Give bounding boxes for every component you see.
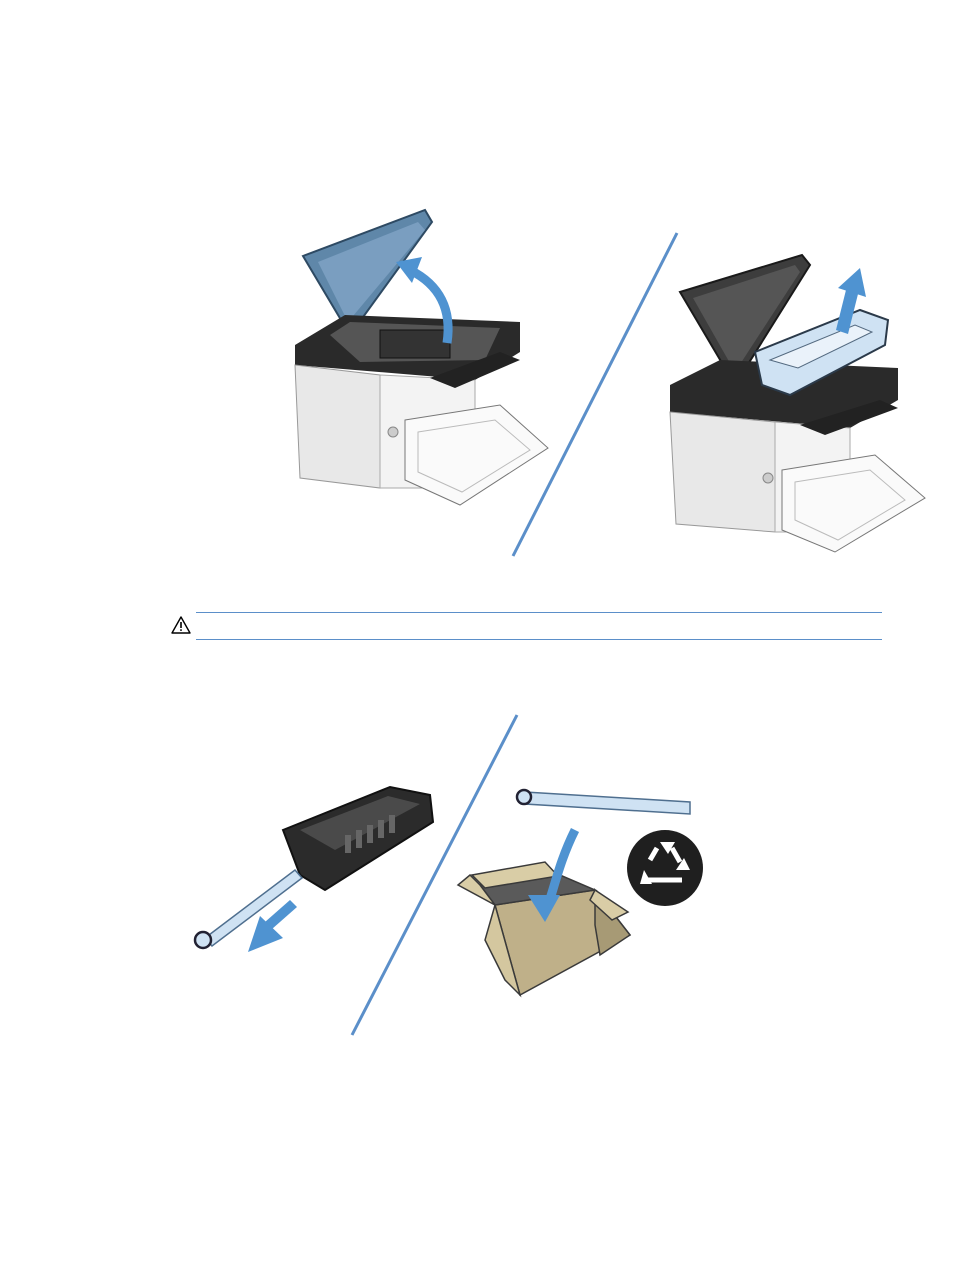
panel-divider: [513, 233, 677, 556]
cartridge-tab-removal-illustration: [195, 787, 433, 952]
caution-note: [168, 612, 882, 640]
packing-tab-in-box-illustration: [458, 790, 703, 995]
caution-bottom-rule: [196, 639, 882, 640]
cartridge-removal-figure: [0, 0, 954, 600]
recycle-icon: [627, 830, 703, 906]
print-cartridge-removal-illustration: [670, 255, 925, 552]
warning-triangle-icon: [171, 616, 191, 634]
cartridge-tab-recycling-figure: [0, 690, 954, 1070]
printer-cover-opening-illustration: [295, 210, 548, 505]
caution-top-rule: [196, 612, 882, 613]
